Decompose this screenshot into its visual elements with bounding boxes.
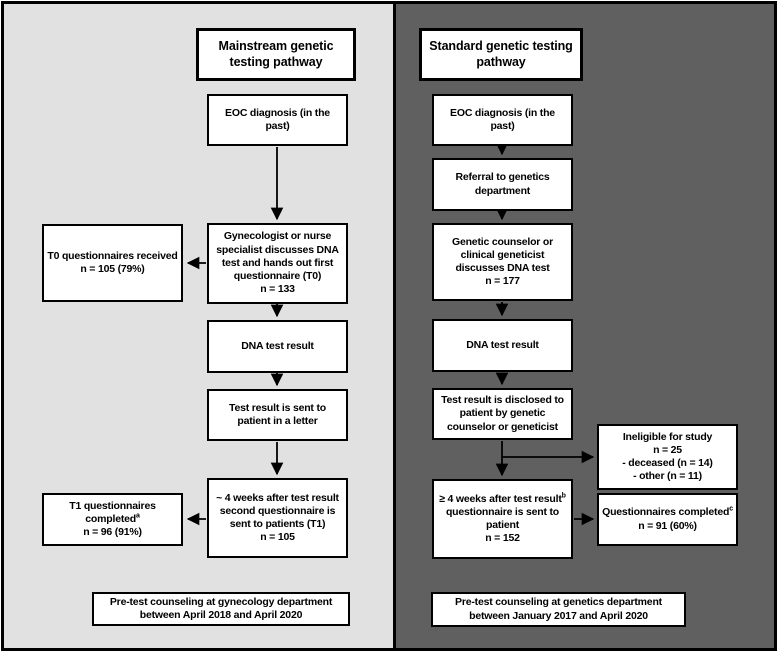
box-referral-genetics-department: Referral to genetics department [432, 158, 573, 211]
box-n-value: n = 25 [653, 443, 682, 456]
box-text: Genetic counselor or clinical geneticist… [451, 235, 554, 274]
box-t0-questionnaires-received: T0 questionnaires received n = 105 (79%) [42, 224, 183, 302]
box-t1-questionnaires-completed: T1 questionnaires completeda n = 96 (91%… [42, 493, 183, 546]
box-text: Referral to genetics department [455, 171, 550, 197]
box-genetic-counselor-discusses-dna: Genetic counselor or clinical geneticist… [432, 223, 573, 301]
title-text: Standard genetic testing pathway [429, 38, 573, 69]
box-text: T0 questionnaires received [47, 249, 178, 262]
box-text-main: ≥ 4 weeks after test result [439, 492, 562, 505]
box-text-main: Questionnaires completed [602, 506, 730, 519]
footnote-marker-b: b [561, 492, 566, 500]
box-n-value: n = 152 [485, 532, 520, 545]
footer-line-2: between January 2017 and April 2020 [469, 609, 648, 622]
box-second-questionnaire-sent: ~ 4 weeks after test result second quest… [207, 478, 348, 558]
footer-line-2: between April 2018 and April 2020 [139, 609, 303, 621]
box-text: EOC diagnosis (in the past) [450, 106, 555, 132]
box-questionnaires-completed: Questionnaires completedc n = 91 (60%) [597, 493, 738, 546]
box-text: Test result is sent to patient in a lett… [229, 401, 326, 427]
box-result-sent-in-letter: Test result is sent to patient in a lett… [207, 389, 348, 441]
box-item-deceased: - deceased (n = 14) [622, 457, 713, 469]
footer-line-1: Pre-test counseling at gynecology depart… [109, 595, 333, 608]
box-n-value: n = 177 [485, 275, 520, 288]
title-standard-pathway: Standard genetic testing pathway [419, 28, 583, 81]
box-text: Ineligible for study [622, 430, 713, 443]
box-text: DNA test result [241, 339, 314, 352]
box-text: EOC diagnosis (in the past) [225, 106, 330, 132]
box-n-value: n = 91 (60%) [638, 519, 697, 532]
footer-right-pretest-counseling: Pre-test counseling at genetics departme… [431, 592, 686, 627]
box-n-value: n = 105 [260, 531, 295, 544]
box-n-value: n = 105 (79%) [80, 263, 145, 275]
box-gynecologist-discusses-dna: Gynecologist or nurse specialist discuss… [207, 223, 348, 304]
box-questionnaire-sent-after-result: ≥ 4 weeks after test resultb questionnai… [432, 479, 573, 559]
footnote-marker-a: a [136, 512, 140, 520]
box-text-main: T1 questionnaires completed [69, 499, 156, 525]
title-mainstream-pathway: Mainstream genetic testing pathway [196, 28, 356, 81]
box-text-after: questionnaire is sent to patient [445, 505, 560, 531]
box-right-dna-test-result: DNA test result [432, 319, 573, 372]
box-left-eoc-diagnosis: EOC diagnosis (in the past) [207, 94, 348, 146]
footer-line-1: Pre-test counseling at genetics departme… [455, 596, 662, 609]
box-text: DNA test result [466, 338, 539, 351]
box-text: T1 questionnaires completeda [47, 500, 178, 526]
box-text: ~ 4 weeks after test result second quest… [216, 491, 339, 530]
box-result-disclosed-by-counselor: Test result is disclosed to patient by g… [432, 388, 573, 440]
box-text: Questionnaires completedc [602, 506, 733, 519]
box-text: Gynecologist or nurse specialist discuss… [216, 230, 339, 283]
box-ineligible-for-study: Ineligible for study n = 25 - deceased (… [597, 424, 738, 490]
box-right-eoc-diagnosis: EOC diagnosis (in the past) [432, 94, 573, 146]
box-n-value: n = 96 (91%) [83, 526, 142, 539]
box-left-dna-test-result: DNA test result [207, 320, 348, 373]
title-text: Mainstream genetic testing pathway [218, 38, 334, 69]
box-n-value: n = 133 [260, 283, 295, 296]
box-text: ≥ 4 weeks after test resultb questionnai… [437, 492, 568, 533]
box-item-other: - other (n = 11) [633, 470, 702, 483]
footer-left-pretest-counseling: Pre-test counseling at gynecology depart… [92, 592, 350, 626]
footnote-marker-c: c [729, 505, 733, 513]
box-text: Test result is disclosed to patient by g… [441, 394, 564, 433]
